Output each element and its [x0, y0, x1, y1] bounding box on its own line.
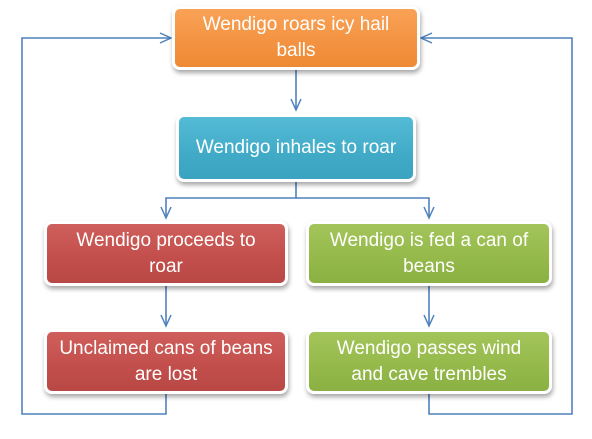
arrow-inhales-to-proceeds — [160, 181, 297, 220]
node-wendigo-inhales: Wendigo inhales to roar — [176, 114, 416, 182]
arrow-inhales-to-fed — [296, 197, 435, 220]
node-unclaimed-cans-label: Unclaimed cans of beans are lost — [59, 337, 273, 385]
node-wendigo-fed-label: Wendigo is fed a can of beans — [329, 229, 529, 277]
node-wendigo-proceeds-label: Wendigo proceeds to roar — [76, 229, 256, 277]
node-wendigo-proceeds: Wendigo proceeds to roar — [44, 221, 288, 286]
node-unclaimed-cans: Unclaimed cans of beans are lost — [44, 329, 288, 394]
node-wendigo-passes-wind-label: Wendigo passes wind and cave trembles — [336, 337, 522, 385]
node-wendigo-fed: Wendigo is fed a can of beans — [306, 221, 552, 286]
node-wendigo-roars: Wendigo roars icy hail balls — [172, 6, 420, 70]
loop-passes-to-roars — [419, 32, 573, 415]
loop-unclaimed-to-roars — [21, 32, 173, 415]
node-wendigo-inhales-label: Wendigo inhales to roar — [195, 137, 397, 158]
node-wendigo-passes-wind: Wendigo passes wind and cave trembles — [306, 329, 552, 394]
node-wendigo-roars-label: Wendigo roars icy hail balls — [202, 14, 390, 61]
